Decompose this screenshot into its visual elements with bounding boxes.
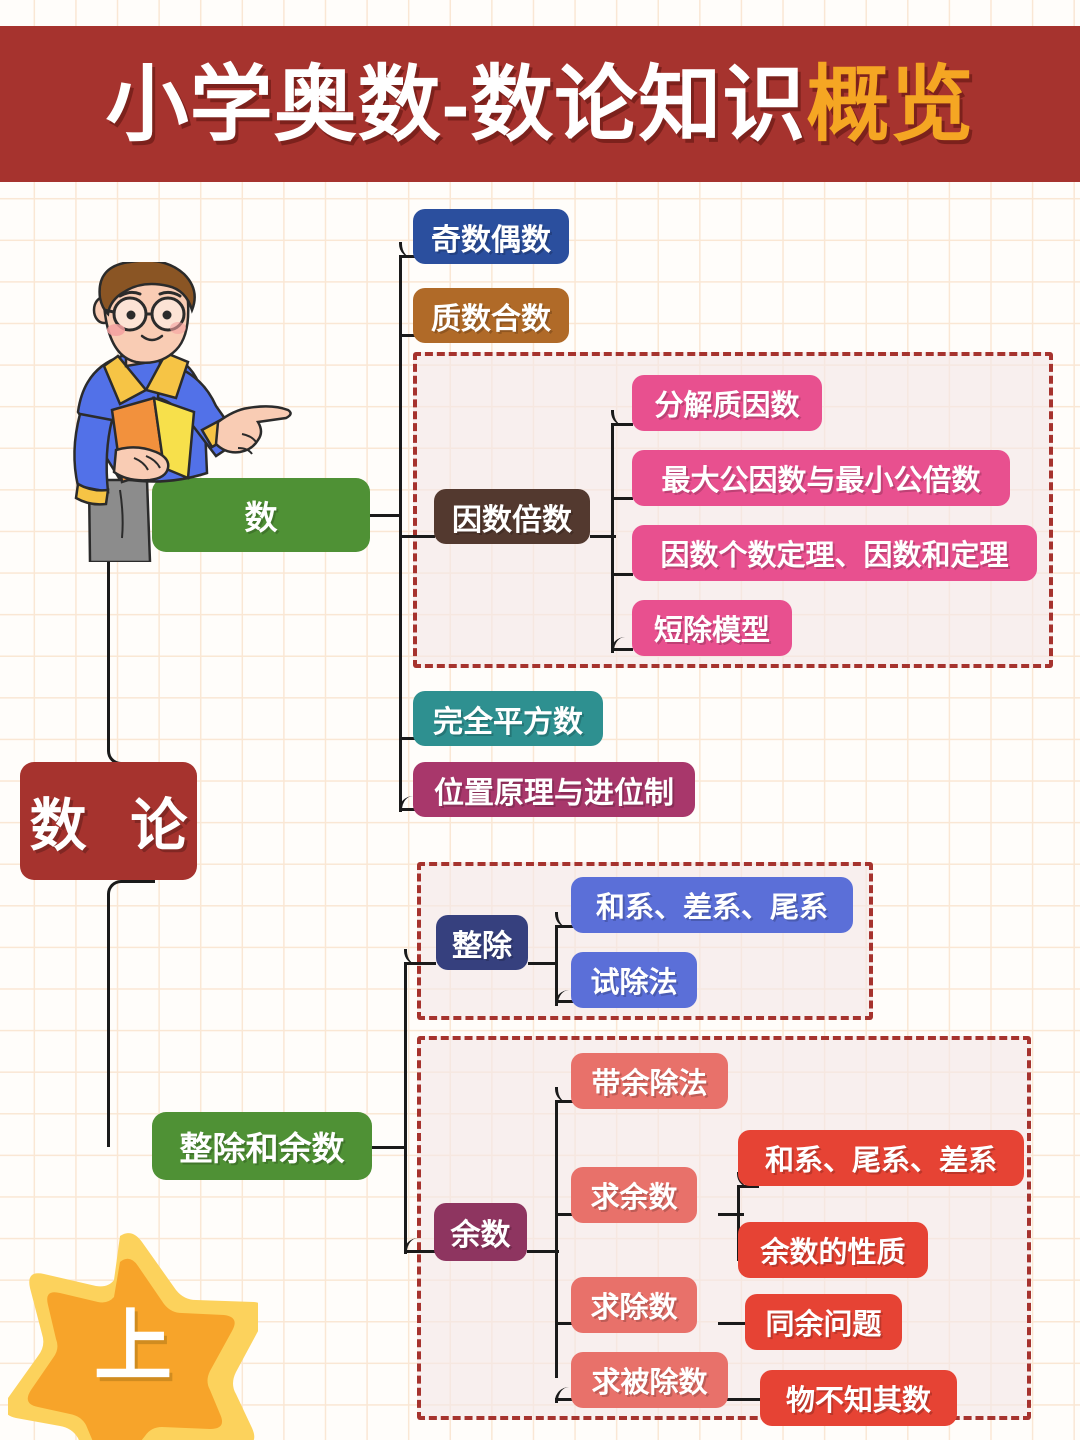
connector-corner-rem-bottom [555, 1387, 573, 1403]
node-place-value-base-label: 位置原理与进位制 [434, 776, 674, 810]
connector-corner-factor-top [611, 410, 629, 426]
connector-corner-branch2-top [404, 949, 422, 965]
connector-corner-fr-top [737, 1172, 755, 1188]
node-odd-even-label: 奇数偶数 [431, 223, 551, 257]
node-trial-division-label: 试除法 [590, 967, 678, 999]
node-prime-factorization[interactable]: 分解质因数 [632, 375, 822, 431]
connector-find-remainder-spine [737, 1185, 740, 1257]
connector-to-factor-multiple [399, 535, 435, 538]
connector-root-to-branch2 [107, 880, 155, 1147]
title-banner: 小学奥数-数论知识概览 [0, 26, 1080, 182]
star-badge: 上 [4, 1232, 267, 1440]
connector-to-prime-composite [399, 334, 415, 337]
node-find-remainder-label: 求余数 [590, 1182, 678, 1214]
connector-to-find-divisor [555, 1322, 577, 1325]
connector-divisibility-spine [555, 925, 558, 1002]
node-remainder-label: 余数 [450, 1219, 511, 1252]
node-divisor-count-sum-theorem-label: 因数个数定理、因数和定理 [660, 540, 1009, 572]
connector-branch2-spine [404, 962, 407, 1252]
node-unknown-quantity-problem-label: 物不知其数 [785, 1385, 931, 1417]
branch-node-number-label: 数 [244, 499, 278, 536]
connector-to-perfect-square [399, 737, 415, 740]
node-sum-tail-diff-system-label: 和系、尾系、差系 [764, 1145, 997, 1177]
connector-branch2-stem [372, 1146, 406, 1149]
node-factor-multiple[interactable]: 因数倍数 [434, 489, 590, 544]
page-title-accent: 概览 [806, 57, 975, 151]
node-place-value-base[interactable]: 位置原理与进位制 [413, 762, 695, 817]
node-find-divisor[interactable]: 求除数 [571, 1277, 697, 1333]
node-odd-even[interactable]: 奇数偶数 [413, 209, 569, 264]
connector-find-dividend-stem [718, 1398, 760, 1401]
student-pointing-icon [73, 262, 292, 562]
node-prime-factorization-label: 分解质因数 [654, 390, 800, 422]
node-sum-tail-diff-system[interactable]: 和系、尾系、差系 [738, 1130, 1024, 1186]
node-short-division-model[interactable]: 短除模型 [632, 600, 792, 656]
node-remainder-properties[interactable]: 余数的性质 [738, 1222, 928, 1278]
page-title: 小学奥数-数论知识概览 [106, 63, 975, 146]
connector-branch1-stem [370, 514, 402, 517]
connector-corner-branch2-bottom [404, 1238, 422, 1254]
connector-to-find-remainder [555, 1213, 577, 1216]
connector-find-divisor-stem [718, 1322, 750, 1325]
branch-node-number[interactable]: 数 [152, 478, 370, 552]
node-division-with-remainder[interactable]: 带余除法 [571, 1053, 728, 1109]
connector-corner-rem-top [555, 1087, 573, 1103]
node-find-divisor-label: 求除数 [590, 1292, 678, 1324]
node-divisibility-label: 整除 [452, 929, 512, 963]
connector-divisibility-stem [528, 962, 558, 965]
root-node-number-theory[interactable]: 数 论 [20, 762, 197, 880]
node-sum-diff-tail-system-label: 和系、差系、尾系 [595, 892, 828, 924]
node-prime-composite-label: 质数合数 [431, 302, 551, 336]
connector-to-divisor-theorems [611, 573, 633, 576]
connector-to-gcd-lcm [611, 497, 633, 500]
connector-branch1-spine-upper [399, 255, 402, 515]
node-perfect-square-label: 完全平方数 [433, 705, 583, 739]
node-perfect-square[interactable]: 完全平方数 [413, 691, 603, 746]
connector-find-remainder-stem [718, 1213, 744, 1216]
connector-branch1-spine-lower [399, 514, 402, 810]
node-gcd-lcm[interactable]: 最大公因数与最小公倍数 [632, 450, 1010, 506]
branch-node-divisibility-remainder[interactable]: 整除和余数 [152, 1112, 372, 1180]
node-short-division-model-label: 短除模型 [653, 615, 770, 647]
node-gcd-lcm-label: 最大公因数与最小公倍数 [661, 465, 981, 497]
node-remainder[interactable]: 余数 [434, 1203, 527, 1261]
node-find-dividend[interactable]: 求被除数 [571, 1352, 728, 1408]
connector-factor-spine [611, 423, 614, 649]
connector-remainder-spine [555, 1100, 558, 1378]
node-congruence-problem[interactable]: 同余问题 [745, 1294, 902, 1350]
branch-node-divisibility-remainder-label: 整除和余数 [179, 1130, 345, 1167]
node-division-with-remainder-label: 带余除法 [591, 1068, 708, 1100]
node-congruence-problem-label: 同余问题 [765, 1309, 882, 1341]
connector-corner-bottom [399, 796, 417, 812]
node-sum-diff-tail-system[interactable]: 和系、差系、尾系 [571, 877, 853, 933]
node-divisor-count-sum-theorem[interactable]: 因数个数定理、因数和定理 [632, 525, 1037, 581]
node-unknown-quantity-problem[interactable]: 物不知其数 [760, 1370, 957, 1426]
node-prime-composite[interactable]: 质数合数 [413, 288, 569, 343]
connector-corner-div-top [555, 912, 573, 928]
node-find-dividend-label: 求被除数 [591, 1367, 708, 1399]
connector-corner-div-bottom [555, 990, 573, 1006]
node-remainder-properties-label: 余数的性质 [760, 1237, 906, 1269]
node-factor-multiple-label: 因数倍数 [452, 503, 572, 537]
page-title-main: 小学奥数-数论知识 [105, 57, 807, 151]
node-trial-division[interactable]: 试除法 [571, 952, 697, 1008]
node-divisibility[interactable]: 整除 [436, 915, 528, 970]
connector-corner-factor-bottom [611, 637, 629, 653]
connector-factor-stem [590, 535, 616, 538]
star-badge-label: 上 [93, 1302, 172, 1390]
root-node-label: 数 论 [29, 794, 202, 858]
connector-corner-top [399, 242, 417, 258]
connector-remainder-stem [527, 1250, 559, 1253]
node-find-remainder[interactable]: 求余数 [571, 1167, 697, 1223]
star-icon [4, 1233, 267, 1440]
